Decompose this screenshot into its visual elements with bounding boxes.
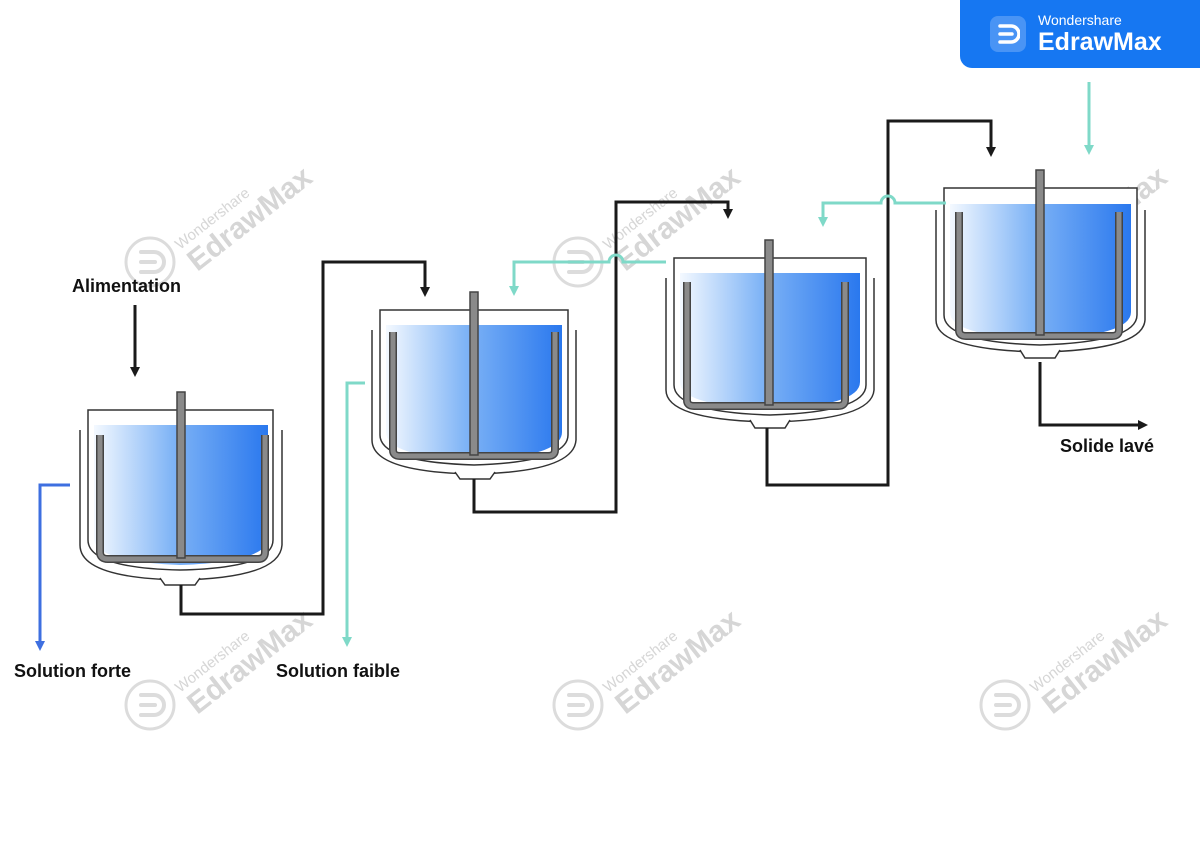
solid-transfer-1-2 <box>179 260 430 616</box>
overflow-4-to-3 <box>818 194 946 227</box>
strong-solution-flow-lines <box>35 483 70 651</box>
tank-outlet <box>1019 349 1061 359</box>
agitator-shaft <box>469 291 479 456</box>
weak-solution-label: Solution faible <box>276 661 400 681</box>
tank-outlet <box>454 471 496 480</box>
agitator-shaft <box>1035 169 1045 336</box>
edrawmax-logo-icon <box>990 16 1026 52</box>
tank-3 <box>665 239 875 429</box>
tank-baffle-inner <box>684 282 848 409</box>
solid-flow-lines <box>130 119 1148 616</box>
edrawmax-logo-icon <box>552 679 604 731</box>
brand-large-text: EdrawMax <box>1038 28 1162 56</box>
weak-solution-out-arrow <box>342 381 365 647</box>
tank-2 <box>371 291 577 480</box>
edrawmax-logo-icon <box>124 679 176 731</box>
solid-transfer-3-4 <box>765 119 996 487</box>
feed-label: Alimentation <box>72 276 181 296</box>
watermark-5: Wondershare EdrawMax <box>552 603 747 731</box>
brand-text: Wondershare EdrawMax <box>1038 12 1162 56</box>
tank-outlet <box>749 419 791 429</box>
tank-baffle-inner <box>97 435 268 562</box>
edrawmax-logo-icon <box>979 679 1031 731</box>
strong-solution-out-arrow <box>35 483 70 651</box>
edrawmax-brand-badge: Wondershare EdrawMax <box>960 0 1200 68</box>
solid-transfer-2-3 <box>472 200 733 514</box>
tank-baffle-inner <box>956 212 1122 339</box>
brand-small-text: Wondershare <box>1038 12 1122 28</box>
strong-solution-label: Solution forte <box>14 661 131 681</box>
agitator-shaft <box>176 391 186 559</box>
washed-solid-arrow <box>1038 362 1148 430</box>
tank-4 <box>935 169 1146 359</box>
watermark-1: Wondershare EdrawMax <box>124 160 319 288</box>
washed-solid-label: Solide lavé <box>1060 436 1154 456</box>
tank-outlet <box>159 577 201 586</box>
overflow-3-to-2 <box>509 253 666 296</box>
watermark-6: Wondershare EdrawMax <box>979 603 1174 731</box>
tank-baffle-inner <box>390 332 558 459</box>
weak-solution-flow-lines <box>342 82 1094 647</box>
tank-1 <box>79 391 283 586</box>
agitator-shaft <box>764 239 774 406</box>
